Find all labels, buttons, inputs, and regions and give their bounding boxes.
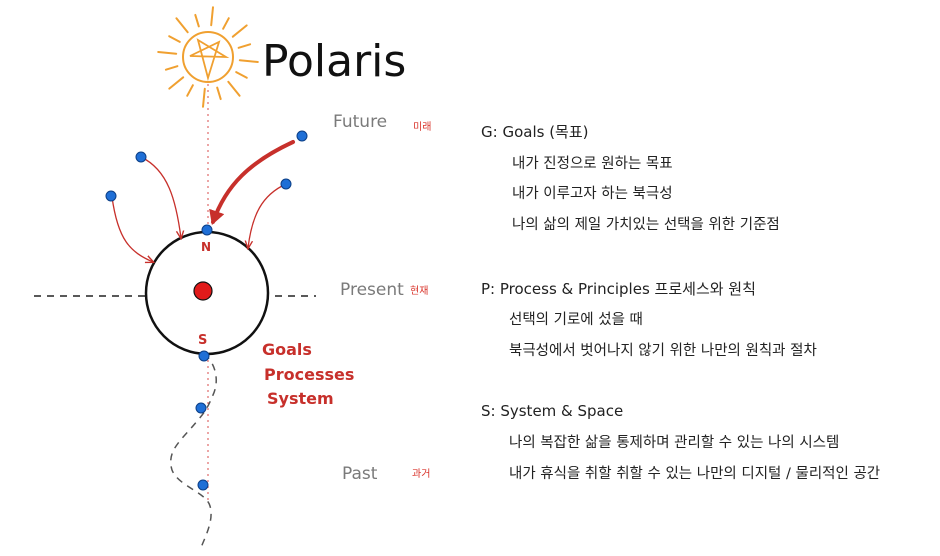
future-point <box>135 151 147 163</box>
sun-ray <box>210 6 214 27</box>
sun-ray <box>168 76 185 90</box>
arrow-future-1 <box>140 156 181 238</box>
gps-label-processes: Processes <box>264 365 355 384</box>
sun-ray <box>164 65 179 71</box>
sun-ray <box>157 51 178 55</box>
section-system-title: S: System & Space <box>481 402 624 420</box>
past-point <box>195 402 207 414</box>
sun-icon <box>157 6 259 108</box>
sun-ray <box>235 71 248 79</box>
past-path <box>170 353 217 551</box>
section-system-item: 내가 휴식을 취할 취할 수 있는 나만의 디지털 / 물리적인 공간 <box>509 466 881 482</box>
present-label-kr: 현재 <box>410 286 429 297</box>
arrow-main <box>209 140 295 226</box>
section-goals-item: 나의 삶의 제일 가치있는 선택을 위한 기준점 <box>512 217 780 233</box>
section-process-item: 북극성에서 벗어나지 않기 위한 나만의 원칙과 절차 <box>509 343 817 359</box>
sun-ray <box>175 17 189 34</box>
section-process-item: 선택의 기로에 섰을 때 <box>509 312 643 328</box>
south-letter: S <box>198 333 208 348</box>
section-goals-item: 내가 이루고자 하는 북극성 <box>512 186 673 202</box>
future-point <box>105 190 117 202</box>
section-goals-title: G: Goals (목표) <box>481 123 589 141</box>
arrow-future-2 <box>111 196 153 262</box>
north-point <box>201 224 213 236</box>
sun-ray <box>202 87 206 108</box>
sun-ray <box>168 35 181 43</box>
sun-ray <box>222 17 230 30</box>
north-letter: N <box>201 240 212 254</box>
sun-ray <box>231 24 248 38</box>
present-label: Present <box>340 280 404 300</box>
future-point <box>296 130 308 142</box>
future-point <box>280 178 292 190</box>
future-label-kr: 미래 <box>413 122 432 133</box>
sun-ray <box>238 59 259 63</box>
section-system-item: 나의 복잡한 삶을 통제하며 관리할 수 있는 나의 시스템 <box>509 435 840 451</box>
gps-label-system: System <box>267 389 334 408</box>
south-point <box>198 350 210 362</box>
past-point <box>197 479 209 491</box>
sun-ray <box>216 86 222 101</box>
sun-ray <box>194 13 200 28</box>
gps-label-goals: Goals <box>262 340 312 359</box>
center-dot <box>193 281 213 301</box>
arrow-future-3 <box>248 183 287 248</box>
section-process-title: P: Process & Principles 프로세스와 원칙 <box>481 280 756 298</box>
sun-ray <box>227 80 241 97</box>
past-label: Past <box>342 464 378 484</box>
section-goals-item: 내가 진정으로 원하는 목표 <box>512 156 673 172</box>
sun-ray <box>186 84 194 97</box>
page-title: Polaris <box>262 36 407 87</box>
future-label: Future <box>333 112 388 132</box>
sun-ray <box>237 43 252 49</box>
past-label-kr: 과거 <box>412 469 431 480</box>
